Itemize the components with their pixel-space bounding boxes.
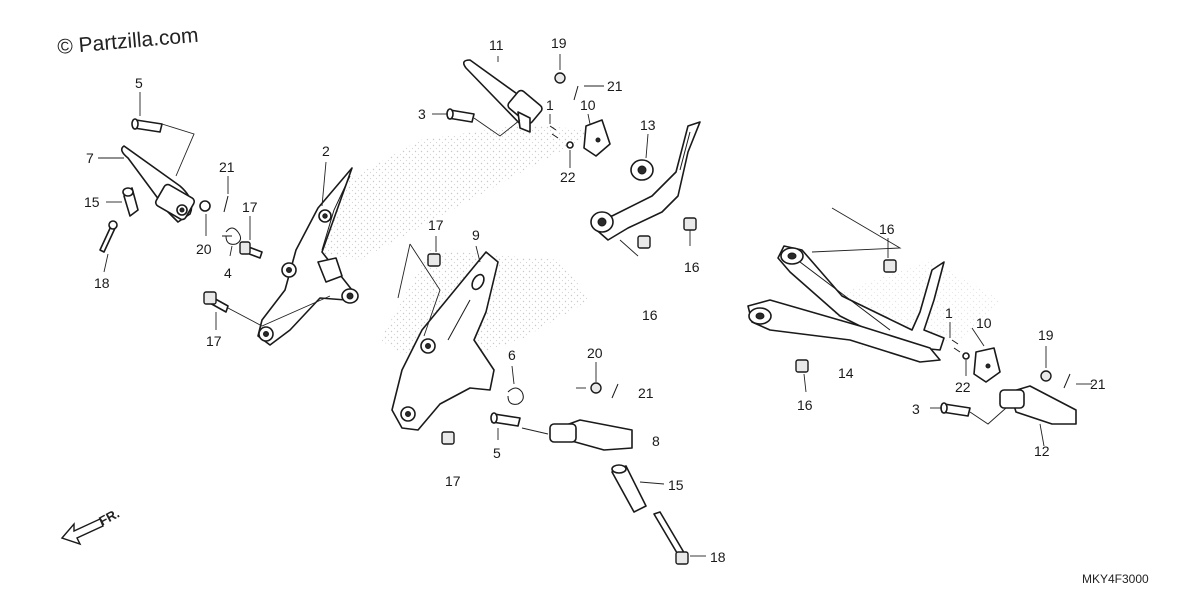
callout-10-top: 10 <box>580 97 596 113</box>
upper-plate <box>583 119 611 157</box>
right-washer <box>1040 370 1052 382</box>
callout-21-left: 21 <box>219 159 235 175</box>
upper-screw <box>549 125 559 139</box>
callout-7: 7 <box>86 150 94 166</box>
callout-10-right: 10 <box>976 315 992 331</box>
callout-21-top: 21 <box>607 78 623 94</box>
right-bolt-lower <box>795 359 809 373</box>
center-bolt-upper <box>427 253 441 267</box>
callout-18-center: 18 <box>710 549 726 565</box>
callout-3-right: 3 <box>912 401 920 417</box>
center-bracket <box>391 251 499 431</box>
callout-22-right: 22 <box>955 379 971 395</box>
front-direction-arrow: FR. <box>60 506 122 546</box>
callout-9: 9 <box>472 227 480 243</box>
callout-5-left: 5 <box>135 75 143 91</box>
left-bolt-upper <box>239 241 263 259</box>
callout-12: 12 <box>1034 443 1050 459</box>
callout-17-left-lower: 17 <box>206 333 222 349</box>
upper-washer <box>554 72 566 84</box>
callout-17-center-upper: 17 <box>428 217 444 233</box>
callout-17-center-lower: 17 <box>445 473 461 489</box>
upper-pivot-pin <box>446 108 475 123</box>
upper-footpeg <box>462 59 543 133</box>
upper-bolt-lower <box>637 235 651 249</box>
left-bolt-lower <box>203 291 229 313</box>
center-long-bolt <box>653 511 689 565</box>
callout-6: 6 <box>508 347 516 363</box>
callout-19-top: 19 <box>551 35 567 51</box>
callout-20-center: 20 <box>587 345 603 361</box>
callout-21-center: 21 <box>638 385 654 401</box>
upper-small-washer <box>566 141 574 149</box>
center-footpeg <box>549 419 633 451</box>
callout-3-top: 3 <box>418 106 426 122</box>
right-footpeg <box>999 385 1077 425</box>
left-pivot-pin <box>131 118 163 133</box>
left-cotter-pin <box>223 195 229 213</box>
upper-bolt-right <box>683 217 697 231</box>
center-return-spring <box>507 387 524 405</box>
center-bolt-lower <box>441 431 455 445</box>
callout-labels: 5 7 15 18 21 20 4 17 2 17 11 19 21 3 1 1… <box>84 35 1106 565</box>
callout-18-left: 18 <box>94 275 110 291</box>
callout-16-upper-right: 16 <box>684 259 700 275</box>
callout-13: 13 <box>640 117 656 133</box>
callout-15-center: 15 <box>668 477 684 493</box>
right-small-washer <box>962 352 970 360</box>
right-screw <box>951 339 961 353</box>
leader-lines <box>98 54 1092 557</box>
callout-16-right-lower: 16 <box>797 397 813 413</box>
right-rear-bracket <box>747 245 945 363</box>
callout-15-left: 15 <box>84 194 100 210</box>
center-washer <box>590 382 602 394</box>
upper-rear-bracket <box>590 121 701 241</box>
left-footpeg <box>120 145 196 223</box>
left-return-spring <box>222 227 242 245</box>
left-front-bracket <box>257 167 359 346</box>
left-long-bolt <box>99 220 118 253</box>
right-plate <box>973 347 1001 383</box>
center-cotter-pin <box>611 383 619 399</box>
callout-16-upper-lower: 16 <box>642 307 658 323</box>
upper-cotter-pin <box>573 85 579 101</box>
callout-1-top: 1 <box>546 97 554 113</box>
watermark: © Partzilla.com <box>56 24 199 59</box>
center-pivot-pin <box>490 412 521 427</box>
callout-8: 8 <box>652 433 660 449</box>
callout-20-left: 20 <box>196 241 212 257</box>
callout-22-top: 22 <box>560 169 576 185</box>
callout-14: 14 <box>838 365 854 381</box>
right-bolt-upper <box>883 259 897 273</box>
callout-2: 2 <box>322 143 330 159</box>
callout-5-center: 5 <box>493 445 501 461</box>
callout-11: 11 <box>489 37 504 53</box>
callout-17-left-upper: 17 <box>242 199 258 215</box>
center-collar <box>611 464 647 513</box>
callout-16-right-upper: 16 <box>879 221 895 237</box>
callout-1-right: 1 <box>945 305 953 321</box>
diagram-code: MKY4F3000 <box>1082 572 1149 586</box>
callout-4: 4 <box>224 265 232 281</box>
callout-21-right: 21 <box>1090 376 1106 392</box>
left-collar <box>122 187 139 217</box>
right-cotter-pin <box>1063 373 1071 389</box>
right-pivot-pin <box>940 402 971 417</box>
left-washer <box>199 200 211 212</box>
callout-19-right: 19 <box>1038 327 1054 343</box>
